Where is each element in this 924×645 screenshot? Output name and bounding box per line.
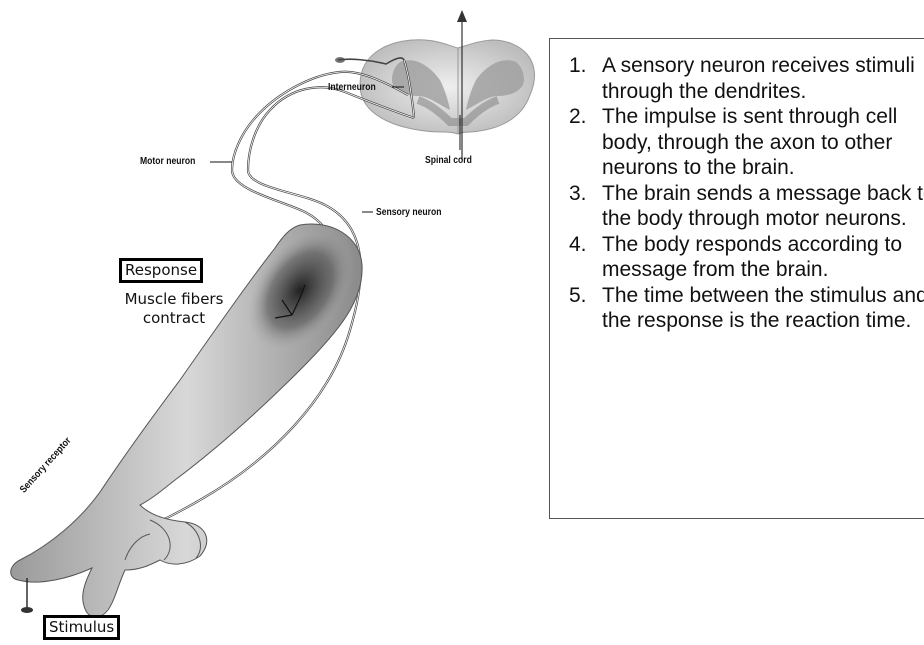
arm-illustration — [0, 0, 550, 640]
list-item: 2. The impulse is sent through cell body,… — [550, 104, 924, 181]
stimulus-label: Stimulus — [43, 615, 120, 640]
step-text: A sensory neuron receives stimuli throug… — [602, 54, 915, 103]
step-number: 2. — [569, 104, 587, 130]
step-text: The body responds according to message f… — [602, 233, 902, 282]
step-number: 1. — [569, 53, 587, 79]
step-text: The impulse is sent through cell body, t… — [602, 105, 897, 179]
list-item: 5. The time between the stimulus and the … — [550, 283, 924, 334]
steps-list: 1. A sensory neuron receives stimuli thro… — [550, 39, 924, 334]
step-number: 4. — [569, 232, 587, 258]
response-caption-line1: Muscle fibers — [110, 290, 238, 309]
step-text: The time between the stimulus and the re… — [602, 284, 924, 333]
spinal-cord-section — [360, 10, 535, 160]
step-number: 3. — [569, 181, 587, 207]
sensory-neuron-label: Sensory neuron — [376, 207, 441, 218]
response-caption-line2: contract — [110, 309, 238, 328]
step-number: 5. — [569, 283, 587, 309]
response-label: Response — [119, 258, 203, 283]
spinal-cord-label: Spinal cord — [425, 155, 472, 166]
list-item: 1. A sensory neuron receives stimuli thro… — [550, 53, 924, 104]
list-item: 4. The body responds according to message… — [550, 232, 924, 283]
pin-stimulus — [21, 578, 33, 613]
reflex-arc-diagram: Interneuron Spinal cord Motor neuron Sen… — [0, 0, 550, 640]
list-item: 3. The brain sends a message back to the … — [550, 181, 924, 232]
motor-neuron-label: Motor neuron — [140, 156, 195, 167]
step-text: The brain sends a message back to the bo… — [602, 182, 924, 231]
steps-panel: 1. A sensory neuron receives stimuli thro… — [549, 38, 924, 519]
interneuron-label: Interneuron — [328, 82, 376, 93]
